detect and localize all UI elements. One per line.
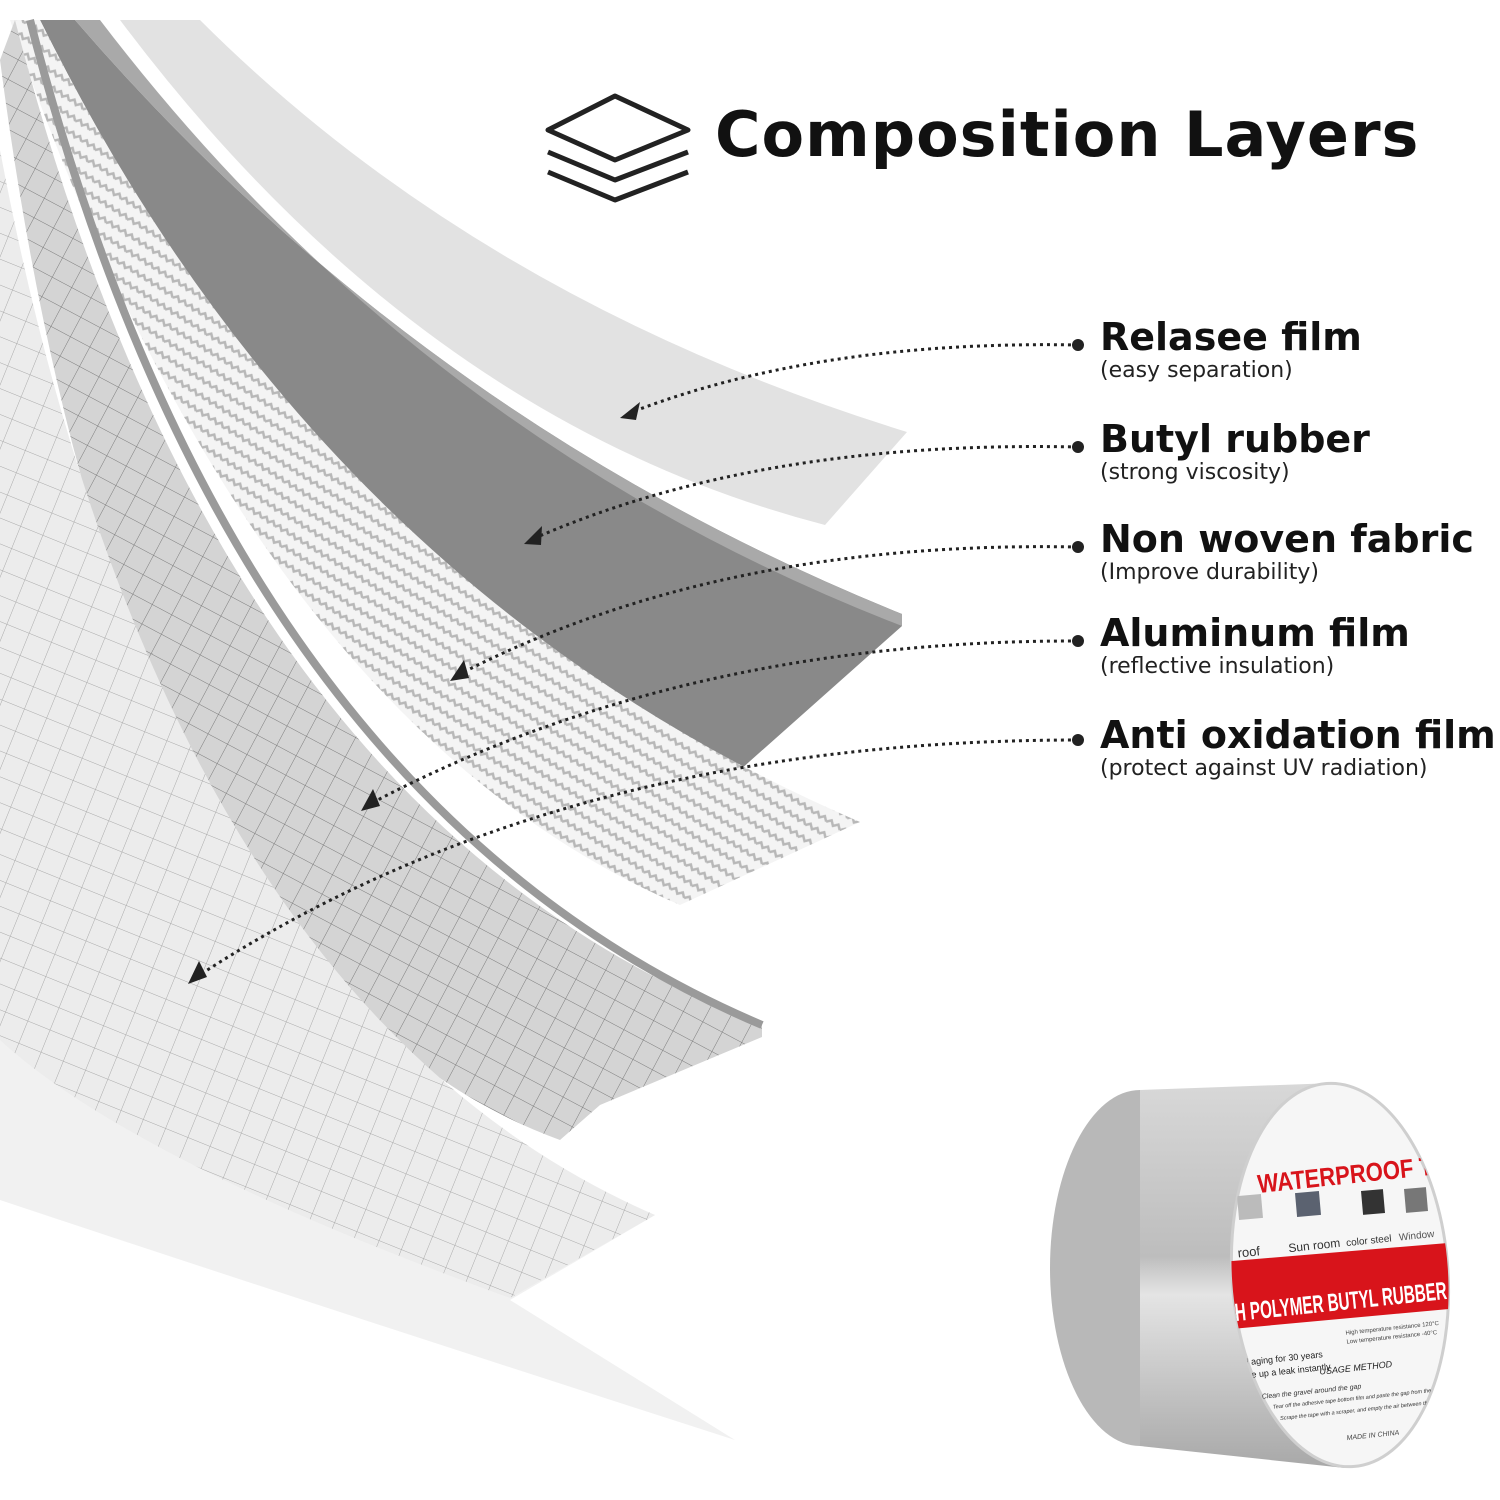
callout-line-fabric [459,545,1079,676]
layer-label-non-woven-fabric: Non woven fabric (Improve durability) [1100,518,1474,586]
aluminum-film-edge [26,19,764,1029]
tape-roll-image: WATERPROOF TAPE roof Sun room color stee… [1050,1081,1461,1469]
tape-use-sunroom: Sun room [1288,1236,1341,1255]
release-film-layer [120,20,907,525]
arrowhead-icon [450,660,469,681]
arrowhead-icon [620,402,640,420]
butyl-rubber-layer [40,20,902,770]
callout-lines [197,343,1079,978]
callout-line-anti [197,738,1079,978]
non-woven-fabric-layer [10,20,860,905]
page-title: Composition Layers [715,98,1420,171]
layer-label-butyl-rubber: Butyl rubber (strong viscosity) [1100,418,1370,486]
layer-note: (protect against UV radiation) [1100,756,1428,781]
callout-dot [1072,635,1084,647]
tape-use-window: Window [1398,1229,1435,1244]
tape-use-colorsteel: color steel [1346,1233,1392,1249]
callout-dot [1072,734,1084,746]
layer-note: (strong viscosity) [1100,460,1290,485]
layer-label-anti-oxidation-film: Anti oxidation film (protect against UV … [1100,714,1496,782]
layer-name: Relasee film [1100,315,1362,359]
layer-note: (easy separation) [1100,358,1293,383]
layer-name: Non woven fabric [1100,517,1474,561]
layer-name: Butyl rubber [1100,417,1370,461]
aluminum-film-grid [0,20,762,1140]
layer-name: Aluminum film [1100,611,1410,655]
layer-label-aluminum-film: Aluminum film (reflective insulation) [1100,612,1410,680]
tape-use-roof: roof [1237,1243,1261,1260]
callout-markers [188,339,1084,984]
callout-line-aluminum [369,639,1079,806]
layer-name: Anti oxidation film [1100,713,1496,757]
arrowhead-icon [524,526,542,545]
layers-stack-icon [545,93,691,203]
callout-line-butyl [534,445,1079,540]
layer-note: (Improve durability) [1100,560,1320,585]
callout-dot [1072,441,1084,453]
anti-oxidation-grid [0,150,655,1298]
arrowhead-icon [361,789,380,811]
callout-dot [1072,339,1084,351]
layer-label-release-film: Relasee film (easy separation) [1100,316,1362,384]
layer-note: (reflective insulation) [1100,654,1335,679]
arrowhead-icon [188,961,207,984]
callout-dot [1072,541,1084,553]
